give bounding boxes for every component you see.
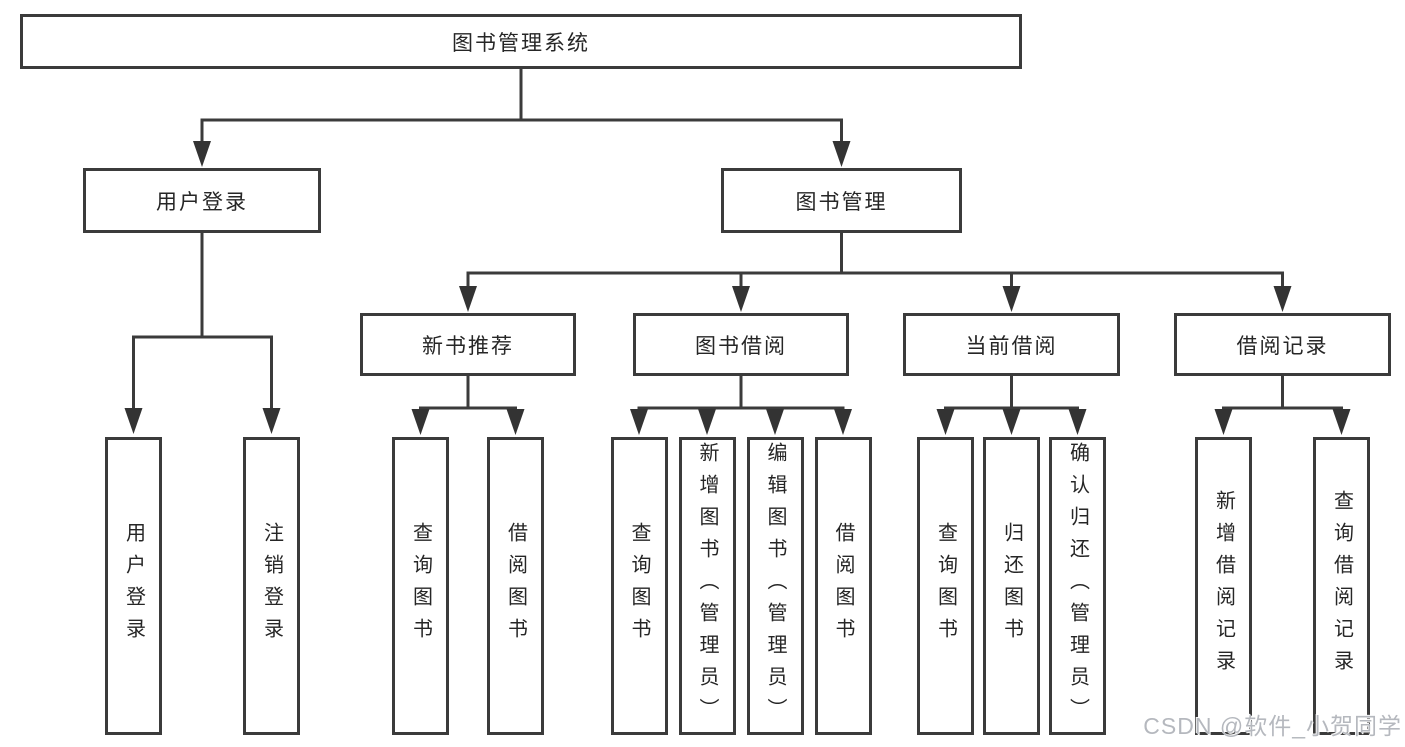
leaf-user-login: 用户登录 xyxy=(105,437,162,735)
node-user-login: 用户登录 xyxy=(83,168,321,233)
node-label: 图书管理系统 xyxy=(452,31,590,55)
leaf-label: 确认归还（管理员） xyxy=(1066,442,1089,730)
node-book-management: 图书管理 xyxy=(721,168,962,233)
leaf-label: 用户登录 xyxy=(122,522,145,650)
node-label: 图书管理 xyxy=(795,190,888,214)
leaf-label: 查询图书 xyxy=(409,522,432,650)
leaf-return-books: 归还图书 xyxy=(983,437,1040,735)
leaf-logout: 注销登录 xyxy=(243,437,300,735)
leaf-label: 借阅图书 xyxy=(832,522,854,650)
leaf-label: 注销登录 xyxy=(260,522,283,650)
arrowhead-icon xyxy=(459,286,477,312)
node-label: 当前借阅 xyxy=(965,334,1058,358)
arrowhead-icon xyxy=(124,408,143,434)
arrowhead-icon xyxy=(766,409,784,435)
arrowhead-icon xyxy=(1002,286,1021,312)
node-current-borrowing: 当前借阅 xyxy=(903,313,1120,376)
arrowhead-icon xyxy=(1214,409,1233,435)
leaf-query-books-borrowing: 查询图书 xyxy=(610,437,668,735)
arrowhead-icon xyxy=(1068,409,1087,435)
arrowhead-icon xyxy=(1332,409,1351,435)
arrowhead-icon xyxy=(832,141,851,167)
leaf-confirm-return-admin: 确认归还（管理员） xyxy=(1049,437,1106,735)
arrowhead-icon xyxy=(411,409,430,435)
arrowhead-icon xyxy=(732,286,750,312)
arrowhead-icon xyxy=(936,409,955,435)
arrowhead-icon xyxy=(1002,409,1021,435)
node-book-borrowing: 图书借阅 xyxy=(633,313,849,376)
node-borrowing-records: 借阅记录 xyxy=(1174,313,1391,376)
leaf-label: 编辑图书（管理员） xyxy=(764,442,786,730)
leaf-add-borrow-record: 新增借阅记录 xyxy=(1195,437,1252,735)
arrowhead-icon xyxy=(506,409,525,435)
node-label: 用户登录 xyxy=(156,190,248,214)
leaf-label: 借阅图书 xyxy=(504,522,527,650)
leaf-label: 归还图书 xyxy=(1000,522,1023,650)
node-label: 新书推荐 xyxy=(422,334,514,358)
leaf-label: 查询图书 xyxy=(628,522,650,650)
arrowhead-icon xyxy=(262,408,281,434)
arrowhead-icon xyxy=(193,141,211,167)
leaf-borrow-books-recommend: 借阅图书 xyxy=(487,437,544,735)
leaf-label: 查询图书 xyxy=(934,522,957,650)
node-new-book-recommend: 新书推荐 xyxy=(360,313,576,376)
node-label: 图书借阅 xyxy=(695,334,787,358)
arrowhead-icon xyxy=(630,409,648,435)
node-book-management-system: 图书管理系统 xyxy=(20,14,1022,69)
leaf-query-books-recommend: 查询图书 xyxy=(392,437,449,735)
arrowhead-icon xyxy=(698,409,716,435)
leaf-query-books-current: 查询图书 xyxy=(917,437,974,735)
leaf-label: 新增图书（管理员） xyxy=(696,442,718,730)
arrowhead-icon xyxy=(1273,286,1292,312)
arrowhead-icon xyxy=(834,409,852,435)
leaf-label: 查询借阅记录 xyxy=(1330,490,1353,682)
node-label: 借阅记录 xyxy=(1236,334,1329,358)
leaf-label: 新增借阅记录 xyxy=(1212,490,1235,682)
leaf-edit-books-admin: 编辑图书（管理员） xyxy=(746,437,804,735)
leaf-borrow-books: 借阅图书 xyxy=(814,437,872,735)
leaf-add-books-admin: 新增图书（管理员） xyxy=(678,437,736,735)
leaf-query-borrow-record: 查询借阅记录 xyxy=(1313,437,1370,735)
